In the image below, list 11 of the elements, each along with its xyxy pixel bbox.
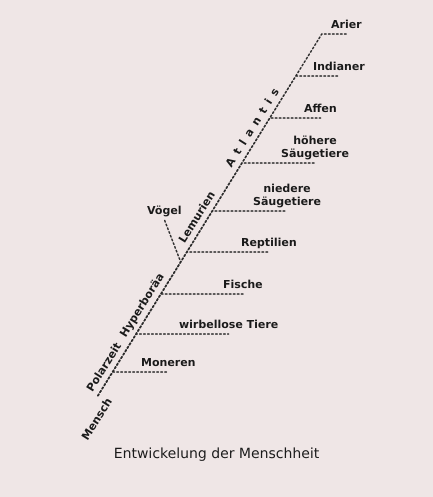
taxon-label: Arier [330, 18, 363, 34]
caption: Entwickelung der Menschheit [112, 446, 320, 462]
taxon-label: wirbellose Tiere [178, 318, 280, 334]
dotted-line [97, 371, 170, 396]
taxon-label: Moneren [140, 356, 197, 372]
taxon-label: niedere Säugetiere [248, 182, 326, 211]
taxon-label: Affen [303, 102, 338, 118]
taxon-label: höhere Säugetiere [276, 134, 354, 163]
taxon-label: Indianer [312, 60, 366, 76]
taxon-label: Fische [222, 278, 264, 294]
taxon-label: Reptilien [240, 236, 298, 252]
